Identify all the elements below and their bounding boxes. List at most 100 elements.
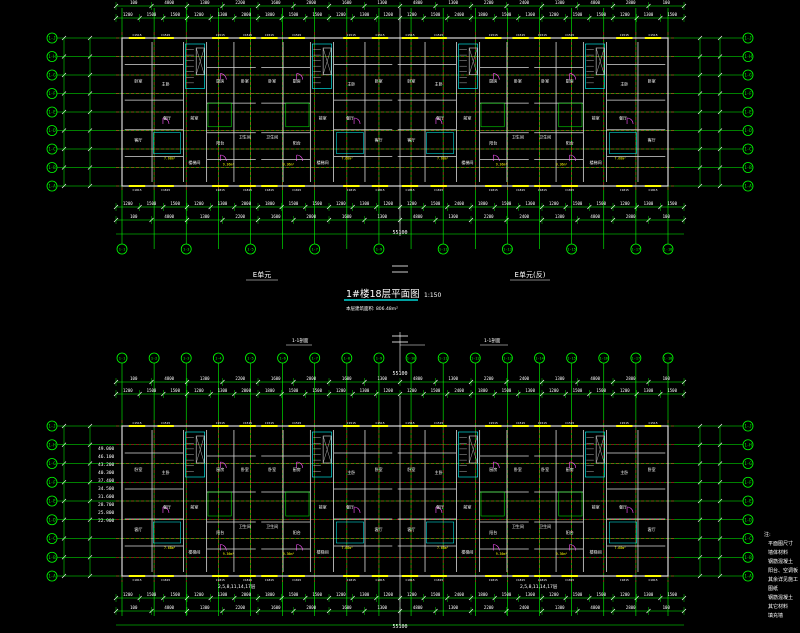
dim-chain-label: 1500 (596, 592, 606, 597)
dim-chain-label: 1300 (218, 12, 228, 17)
dim-chain-label: 100 (663, 605, 671, 610)
side-axis-label: 1-G (744, 73, 752, 78)
note-line: 阳台、空调板 (768, 567, 798, 574)
dim-chain-label: 2400 (454, 388, 464, 393)
window-tag: C1515 (489, 421, 498, 425)
dim-chain-label: 1300 (377, 0, 387, 5)
dim-chain-label: 1300 (525, 12, 535, 17)
window-tag: C1515 (265, 421, 274, 425)
dim-chain-label: 1300 (448, 214, 458, 219)
stair-core (458, 43, 478, 89)
side-axis-label: 1-E (744, 110, 752, 115)
window-tag: C1815 (489, 188, 498, 192)
side-axis-bubble (46, 570, 58, 582)
area-stamp: 9.36m² (496, 552, 508, 556)
side-axis-label: 1-H (744, 54, 752, 59)
side-axis-bubble (742, 514, 754, 526)
area-stamp: 9.36m² (283, 552, 295, 556)
dim-chain-label: 4800 (164, 214, 174, 219)
total-dimension-middle: 55100 (392, 371, 407, 377)
elevation-label: 22.900 (98, 518, 115, 524)
dim-chain-label: 1300 (448, 0, 458, 5)
room-tag: 卧室 (541, 77, 549, 83)
elevation-label: 40.300 (98, 470, 115, 476)
dim-chain-label: 2800 (306, 376, 316, 381)
elevator-shaft (595, 435, 605, 464)
elevation-label: 37.400 (98, 478, 115, 484)
side-axis-label: 1-D (744, 517, 752, 522)
dim-chain-label: 1300 (555, 605, 565, 610)
room-tag: 卧室 (375, 466, 383, 472)
side-axis-bubble (46, 143, 58, 155)
dim-chain-label: 4800 (164, 605, 174, 610)
dim-chain-label: 1600 (271, 0, 281, 5)
room-tag: 楼梯间 (590, 549, 602, 555)
dim-chain-label: 1200 (620, 592, 630, 597)
axis-bubble-label: 1-8 (344, 357, 351, 361)
window-tag: C1815 (405, 188, 414, 192)
window-tag: C1815 (620, 578, 629, 582)
room-tag: 餐厅 (346, 504, 354, 510)
dim-chain-label: 1200 (407, 12, 417, 17)
dim-chain-label: 1800 (478, 388, 488, 393)
area-stamp: 7.68m² (614, 156, 626, 160)
dim-chain-label: 1200 (336, 388, 346, 393)
room-tag: 卫生间 (539, 134, 551, 140)
dim-chain-label: 1800 (265, 388, 275, 393)
axis-bubble (437, 352, 449, 364)
elevator-shaft (195, 435, 205, 464)
side-axis-label: 1-A (48, 184, 56, 189)
dim-chain-label: 1300 (360, 201, 370, 206)
window-tag: C1515 (516, 33, 525, 37)
side-axis-bubble (46, 495, 58, 507)
room-tag: 餐厅 (436, 504, 444, 510)
window-tag: C1515 (565, 33, 574, 37)
axis-bubble (662, 352, 674, 364)
stair-core (585, 431, 605, 478)
room-tag: 餐厅 (163, 504, 171, 510)
dim-chain-label: 1300 (377, 214, 387, 219)
area-stamp: 7.68m² (437, 156, 449, 160)
dim-chain-label: 2800 (306, 214, 316, 219)
axis-bubble-label: 1-5 (247, 357, 254, 361)
dim-chain-label: 2200 (235, 605, 245, 610)
side-axis-bubble (742, 51, 754, 62)
room-tag: 阳台 (566, 529, 574, 535)
window-tag: C1815 (565, 578, 574, 582)
room-tag: 阳台 (216, 529, 224, 535)
room-tag: 主卧 (435, 469, 443, 475)
room-tag: 前室 (592, 114, 600, 120)
door-swing (627, 117, 634, 125)
dim-chain-label: 1500 (147, 201, 157, 206)
dim-chain-label: 2400 (454, 201, 464, 206)
side-axis-label: 1-H (48, 442, 56, 447)
outer-wall (121, 37, 669, 187)
side-axis-label: 1-C (744, 147, 752, 152)
stair-core (185, 431, 205, 478)
area-stamp: 9.36m² (556, 552, 568, 556)
room-tag: 前室 (190, 114, 198, 120)
door-swing (296, 154, 304, 162)
room-tag: 前室 (463, 114, 471, 120)
axis-bubble (566, 352, 578, 364)
room-tag: 客厅 (407, 137, 415, 143)
bathroom-fixture (558, 491, 583, 517)
dim-chain-label: 1500 (431, 388, 441, 393)
center-axis-symbol (286, 265, 508, 372)
elevator-shaft (195, 47, 205, 75)
dim-chain-label: 1500 (312, 388, 322, 393)
door-swing (493, 73, 500, 80)
room-tag: 楼梯间 (317, 549, 329, 555)
side-axis-bubble (742, 143, 754, 155)
door-swing (220, 154, 227, 162)
side-axis-label: 1-D (744, 128, 752, 133)
drawing-title: 1#楼18层平面图 (346, 288, 420, 300)
note-line: 钢筋混凝土 (768, 594, 793, 601)
room-tag: 楼梯间 (317, 159, 329, 165)
note-line: 平面图尺寸 (768, 540, 793, 547)
axis-bubble (534, 352, 545, 364)
note-line: 其它材料 (768, 603, 788, 610)
dim-chain-label: 1200 (383, 12, 393, 17)
axis-bubble-label: 1-11 (439, 248, 448, 252)
